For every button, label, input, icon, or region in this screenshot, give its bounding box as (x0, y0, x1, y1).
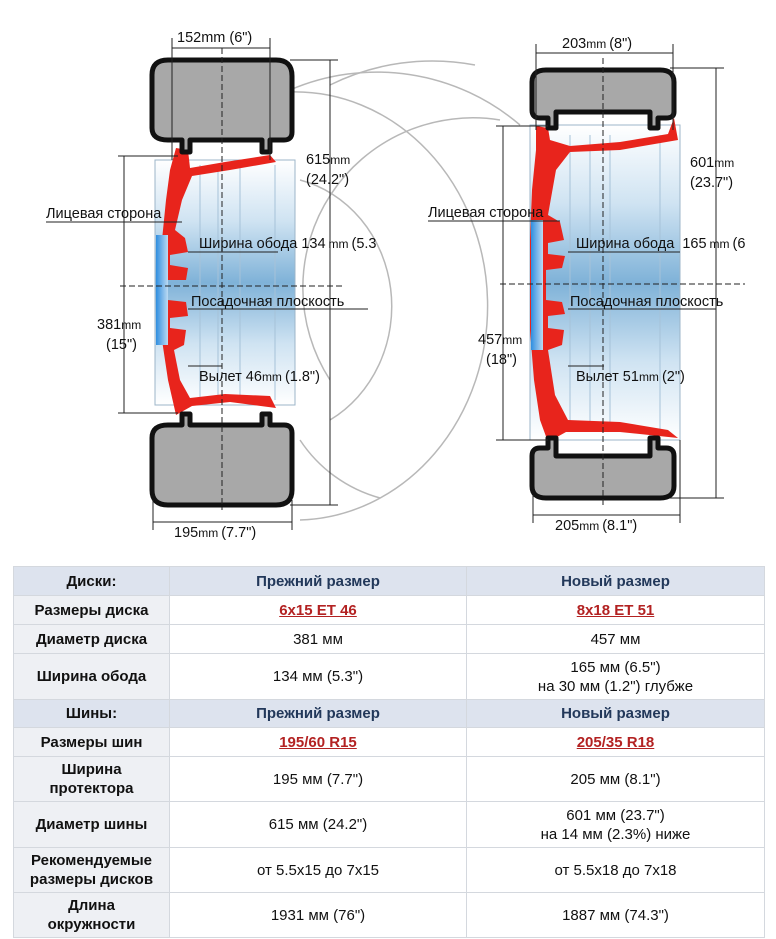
old-rim-size-link[interactable]: 6x15 ET 46 (279, 601, 357, 619)
row-label: Размеры шин (13, 727, 170, 757)
column-header-new: Новый размер (466, 699, 765, 728)
row-label-line2: размеры дисков (29, 871, 154, 888)
new-mounting-surface-label: Посадочная плоскость (570, 294, 723, 310)
new-value-line2: на 30 мм (1.2") глубже (537, 677, 694, 695)
section-title: Диски: (13, 566, 170, 596)
new-value-line1: 165 мм (6.5") (570, 658, 661, 676)
new-value: 457 мм (466, 624, 765, 654)
spec-comparison-table: Диски: Прежний размер Новый размер Разме… (13, 566, 765, 938)
row-label-line1: Длина (68, 897, 115, 914)
new-rim-profile (530, 118, 678, 442)
old-bottom-width-label: 195mm(7.7") (174, 525, 256, 541)
new-rim-size-link[interactable]: 8x18 ET 51 (576, 601, 655, 619)
row-label-line1: Рекомендуемые (31, 852, 152, 869)
old-face-side-label: Лицевая сторона (46, 206, 162, 222)
old-value: от 5.5x15 до 7x15 (169, 847, 467, 893)
table-row: Размеры диска 6x15 ET 46 8x18 ET 51 (13, 595, 765, 625)
table-row: Рекомендуемые размеры дисков от 5.5x15 до… (13, 847, 765, 893)
new-value-line1: 601 мм (23.7") (566, 806, 665, 824)
new-value: 601 мм (23.7")на 14 мм (2.3%) ниже (466, 801, 765, 848)
row-label: Ширина протектора (13, 756, 170, 802)
new-tire-diameter-label: 601mm (690, 155, 734, 171)
row-label-line2: окружности (47, 916, 136, 933)
old-tire-diameter-label: 615mm (306, 152, 350, 168)
new-bottom-width-label: 205mm(8.1") (555, 518, 637, 534)
old-rim-profile (160, 148, 276, 415)
old-rim-face (156, 235, 168, 345)
new-face-side-label: Лицевая сторона (428, 205, 544, 221)
table-row: Ширина обода 134 мм (5.3") 165 мм (6.5")… (13, 653, 765, 700)
table-row: Диаметр диска 381 мм 457 мм (13, 624, 765, 654)
row-label: Ширина обода (13, 653, 170, 700)
new-value-line2: на 14 мм (2.3%) ниже (540, 825, 691, 843)
old-mounting-surface-label: Посадочная плоскость (191, 294, 344, 310)
row-label: Рекомендуемые размеры дисков (13, 847, 170, 893)
background-arcs (289, 60, 521, 521)
old-value: 1931 мм (76") (169, 892, 467, 938)
new-rim-face (531, 220, 543, 350)
new-top-width-label: 203mm(8") (562, 36, 632, 52)
old-top-width-label: 152mm (6") (177, 30, 252, 46)
new-rim-diameter-inch: (18") (486, 352, 517, 368)
table-row: Ширина протектора 195 мм (7.7") 205 мм (8… (13, 756, 765, 802)
new-value: 1887 мм (74.3") (466, 892, 765, 938)
row-label: Диаметр диска (13, 624, 170, 654)
column-header-old: Прежний размер (169, 699, 467, 728)
old-rim-diameter-label: 381mm (97, 317, 141, 333)
row-label: Диаметр шины (13, 801, 170, 848)
new-tire-size-link[interactable]: 205/35 R18 (576, 733, 655, 751)
old-wheel: 152mm (6") 615mm (24.2") Лицевая сторона… (46, 30, 377, 541)
table-section-header-rims: Диски: Прежний размер Новый размер (13, 566, 765, 596)
wheel-comparison-diagram: 152mm (6") 615mm (24.2") Лицевая сторона… (46, 30, 745, 541)
new-rim-body (529, 124, 681, 441)
table-row: Размеры шин 195/60 R15 205/35 R18 (13, 727, 765, 757)
old-value: 134 мм (5.3") (169, 653, 467, 700)
new-wheel: 203mm(8") 601mm (23.7") Лицевая сторона … (428, 36, 745, 534)
old-rim-diameter-inch: (15") (106, 337, 137, 353)
old-tire (149, 57, 295, 508)
new-value: 205 мм (8.1") (466, 756, 765, 802)
row-label-line2: протектора (49, 780, 134, 797)
old-value: 381 мм (169, 624, 467, 654)
column-header-old: Прежний размер (169, 566, 467, 596)
old-tire-diameter-inch: (24.2") (306, 172, 349, 188)
row-label: Размеры диска (13, 595, 170, 625)
row-label-line1: Ширина (61, 761, 122, 778)
new-value: от 5.5x18 до 7x18 (466, 847, 765, 893)
new-rim-spokes (569, 135, 661, 430)
row-label: Длина окружности (13, 892, 170, 938)
old-tire-size-link[interactable]: 195/60 R15 (279, 733, 357, 751)
old-rim-spokes (199, 165, 276, 400)
old-value: 195 мм (7.7") (169, 756, 467, 802)
column-header-new: Новый размер (466, 566, 765, 596)
new-value: 165 мм (6.5")на 30 мм (1.2") глубже (466, 653, 765, 700)
table-row: Длина окружности 1931 мм (76") 1887 мм (7… (13, 892, 765, 938)
new-rim-diameter-label: 457mm (478, 332, 522, 348)
old-offset-label: Вылет 46mm(1.8") (199, 369, 320, 385)
table-row: Диаметр шины 615 мм (24.2") 601 мм (23.7… (13, 801, 765, 848)
new-offset-label: Вылет 51mm(2") (576, 369, 685, 385)
section-title: Шины: (13, 699, 170, 728)
new-tire-diameter-inch: (23.7") (690, 175, 733, 191)
table-section-header-tires: Шины: Прежний размер Новый размер (13, 699, 765, 728)
old-value: 615 мм (24.2") (169, 801, 467, 848)
